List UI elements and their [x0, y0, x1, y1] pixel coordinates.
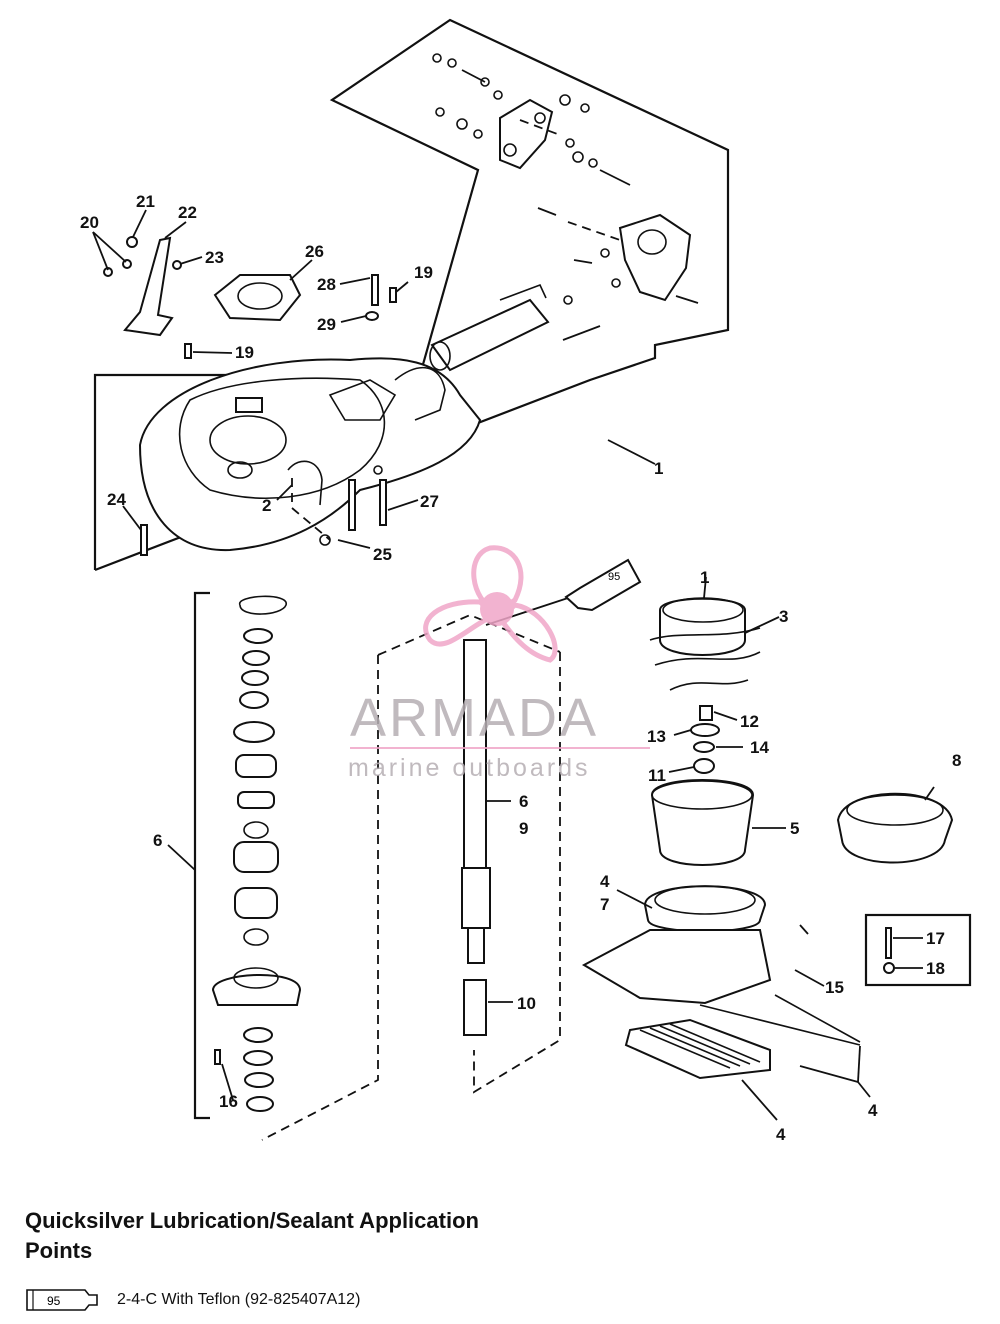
callout-3: 3 [779, 607, 788, 626]
callout-19-top: 19 [414, 263, 433, 282]
callout-27: 27 [420, 492, 439, 511]
callout-17: 17 [926, 929, 945, 948]
callout-21: 21 [136, 192, 155, 211]
sealant-tube: 95 [564, 558, 642, 612]
callout-22: 22 [178, 203, 197, 222]
legend-text: 2-4-C With Teflon (92-825407A12) [117, 1291, 361, 1308]
sealant-tube-icon: 95 [26, 1289, 98, 1311]
watermark-title: ARMADA [350, 688, 599, 748]
callout-16: 16 [219, 1092, 238, 1111]
upper-assembly [93, 18, 730, 572]
callout-5: 5 [790, 819, 799, 838]
callout-4-rods: 4 [868, 1101, 878, 1120]
callout-14: 14 [750, 738, 769, 757]
legend-title: Quicksilver Lubrication/Sealant Applicat… [25, 1208, 479, 1263]
leader-lines [92, 209, 935, 1121]
callout-18: 18 [926, 959, 945, 978]
callout-26-label: 26 [305, 242, 324, 261]
legend-row: 95 2-4-C With Teflon (92-825407A12) [25, 1287, 360, 1313]
callout-24: 24 [107, 490, 126, 509]
watermark-subtitle: marine outboards [348, 754, 591, 782]
propeller-logo-icon [423, 545, 558, 663]
callout-numbers: 1 1 2 3 4 4 4 5 6 6 7 8 9 10 11 12 13 14… [80, 192, 961, 1144]
callout-6-stack: 6 [153, 831, 162, 850]
callout-11: 11 [648, 766, 666, 785]
callout-19-mid: 19 [235, 343, 254, 362]
callout-1-impeller: 1 [700, 568, 709, 587]
callout-9: 9 [519, 819, 528, 838]
tube-label: 95 [608, 571, 620, 583]
callout-10: 10 [517, 994, 536, 1013]
callout-20: 20 [80, 213, 99, 232]
callout-8: 8 [952, 751, 961, 770]
callout-4-grate: 4 [776, 1125, 786, 1144]
callout-23: 23 [205, 248, 224, 267]
callout-29: 29 [317, 315, 336, 334]
callout-28: 28 [317, 275, 336, 294]
callout-15: 15 [825, 978, 844, 997]
callout-4-housing: 4 [600, 872, 610, 891]
callout-2: 2 [262, 496, 271, 515]
callout-6-shaft: 6 [519, 792, 528, 811]
callout-25-label: 25 [373, 545, 392, 564]
impeller-shaft-bearing-stack [193, 591, 302, 1120]
jet-pump-parts [581, 597, 972, 1080]
drive-shaft: 95 [261, 558, 642, 1141]
callout-1: 1 [654, 459, 663, 478]
armada-watermark: ARMADA marine outboards [348, 545, 650, 782]
callout-12: 12 [740, 712, 759, 731]
callout-7: 7 [600, 895, 609, 914]
callout-13: 13 [647, 727, 666, 746]
legend-tube-label: 95 [47, 1294, 61, 1308]
